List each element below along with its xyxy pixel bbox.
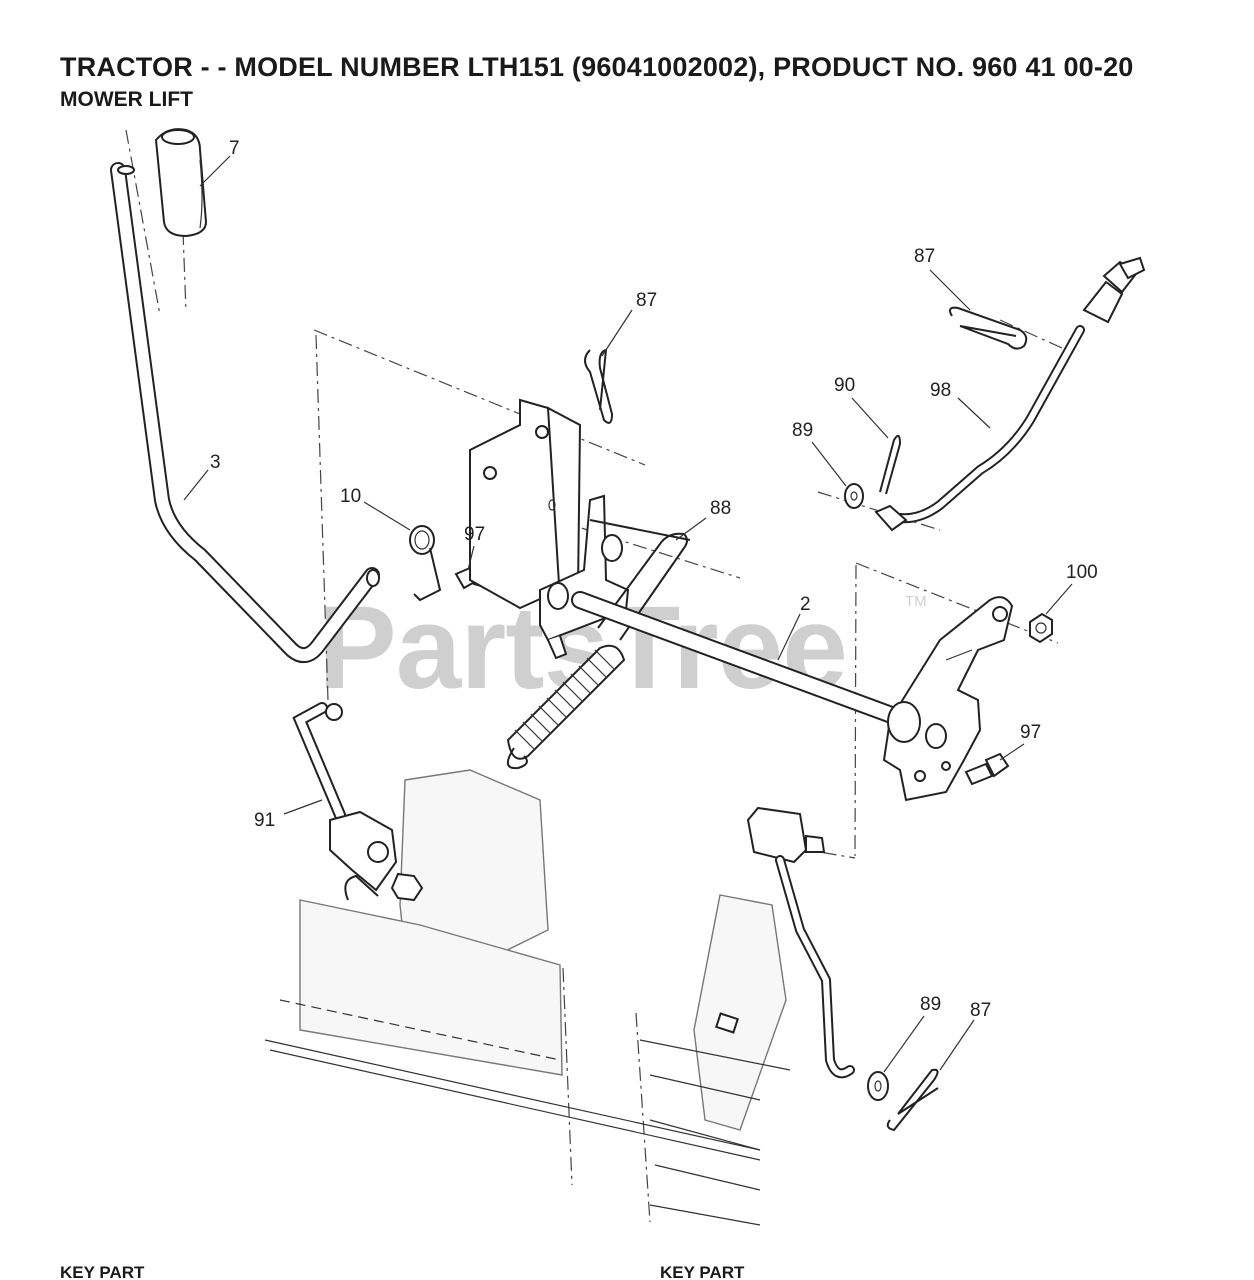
hairpin-clip-part-87-lower	[886, 1068, 939, 1132]
lift-shaft-part-2	[571, 591, 914, 729]
shoulder-bolt-part-97-right	[964, 752, 1010, 786]
callout-89: 89	[920, 994, 941, 1015]
hex-nut-part-100	[1029, 612, 1053, 644]
callout-2: 2	[800, 594, 811, 615]
lift-handle-rod-part-3	[110, 162, 380, 664]
callout-87: 87	[970, 1000, 991, 1021]
deck-right-outline	[639, 894, 791, 1226]
callout-91: 91	[254, 810, 275, 831]
callout-97: 97	[1020, 722, 1041, 743]
center-mount-bracket	[469, 398, 582, 610]
page-title: TRACTOR - - MODEL NUMBER LTH151 (9604100…	[60, 52, 1134, 82]
callout-90: 90	[834, 375, 855, 396]
page-subtitle: MOWER LIFT	[60, 88, 193, 111]
flat-washer-part-89-upper	[844, 483, 864, 509]
flat-washer-part-89-lower	[867, 1071, 889, 1101]
hairpin-clip-part-87-center	[584, 348, 614, 424]
right-lift-arm	[882, 596, 1014, 802]
callout-10: 10	[340, 486, 361, 507]
hairpin-clip-part-87-right	[949, 306, 1028, 350]
callout-87: 87	[914, 246, 935, 267]
callout-89: 89	[792, 420, 813, 441]
deck-left-outline	[264, 769, 761, 1161]
parts-table-header-left: KEY PART	[60, 1263, 145, 1280]
parts-table-header-cropped: KEY PART KEY PART	[60, 1263, 1200, 1280]
front-link-right	[746, 806, 855, 1079]
callout-97: 97	[464, 524, 485, 545]
lift-link-part-91	[292, 702, 424, 902]
callout-7: 7	[229, 138, 240, 159]
callout-88: 88	[710, 498, 731, 519]
callout-87: 87	[636, 290, 657, 311]
callout-3: 3	[210, 452, 221, 473]
callout-leaders	[183, 155, 1073, 1073]
watermark-trademark: TM	[905, 593, 927, 610]
callout-98: 98	[930, 380, 951, 401]
callout-100: 100	[1066, 562, 1098, 583]
extension-spring	[506, 644, 626, 770]
torsion-spring-part-10	[409, 525, 442, 602]
parts-table-header-right: KEY PART	[660, 1263, 745, 1280]
handle-grip-part-7	[154, 128, 208, 238]
cotter-pin-part-90	[879, 434, 902, 495]
lift-link-part-98	[874, 256, 1146, 532]
